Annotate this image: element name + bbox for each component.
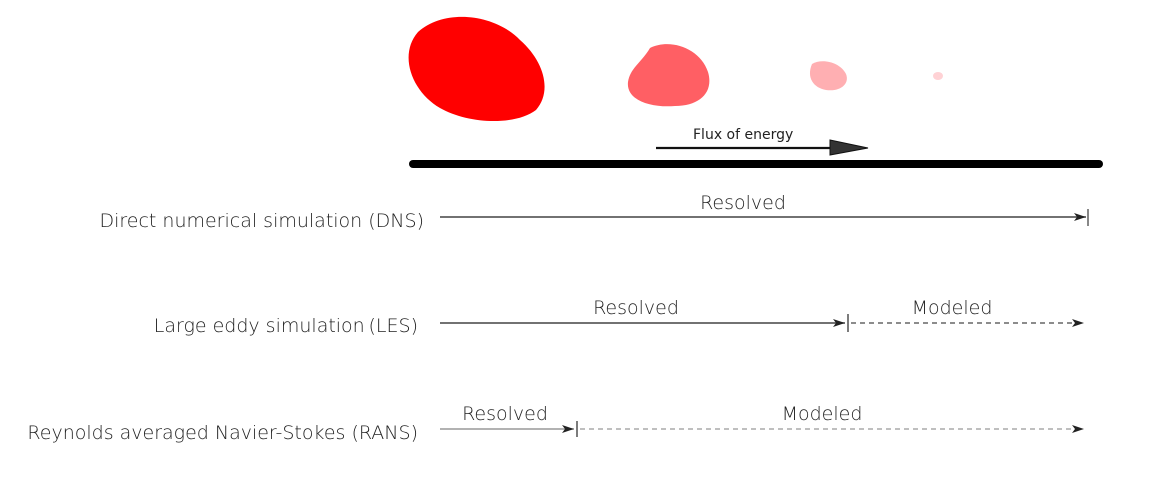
medium-eddy (627, 44, 710, 107)
energy-flux-arrow: Flux of energy (656, 127, 869, 156)
dns-row: Direct numerical simulation (DNS) Resolv… (99, 192, 1089, 232)
large-eddy (408, 16, 545, 122)
small-eddy (809, 61, 847, 91)
les-resolved-label: Resolved (593, 297, 679, 319)
eddies (408, 16, 943, 122)
energy-flux-label: Flux of energy (693, 127, 793, 143)
rans-method-name: Reynolds averaged Navier-Stokes (RANS) (27, 422, 418, 444)
les-row: Large eddy simulation (LES) Resolved Mod… (154, 297, 1084, 337)
energy-flux-arrowhead (829, 139, 869, 156)
rans-row: Reynolds averaged Navier-Stokes (RANS) R… (27, 403, 1084, 444)
rans-resolved-label: Resolved (462, 403, 548, 425)
dns-method-name: Direct numerical simulation (DNS) (99, 210, 424, 232)
les-modeled-label: Modeled (912, 297, 993, 319)
les-method-name: Large eddy simulation (LES) (154, 315, 418, 337)
tiny-eddy (933, 72, 943, 80)
rans-modeled-label: Modeled (782, 403, 863, 425)
dns-resolved-label: Resolved (700, 192, 786, 214)
